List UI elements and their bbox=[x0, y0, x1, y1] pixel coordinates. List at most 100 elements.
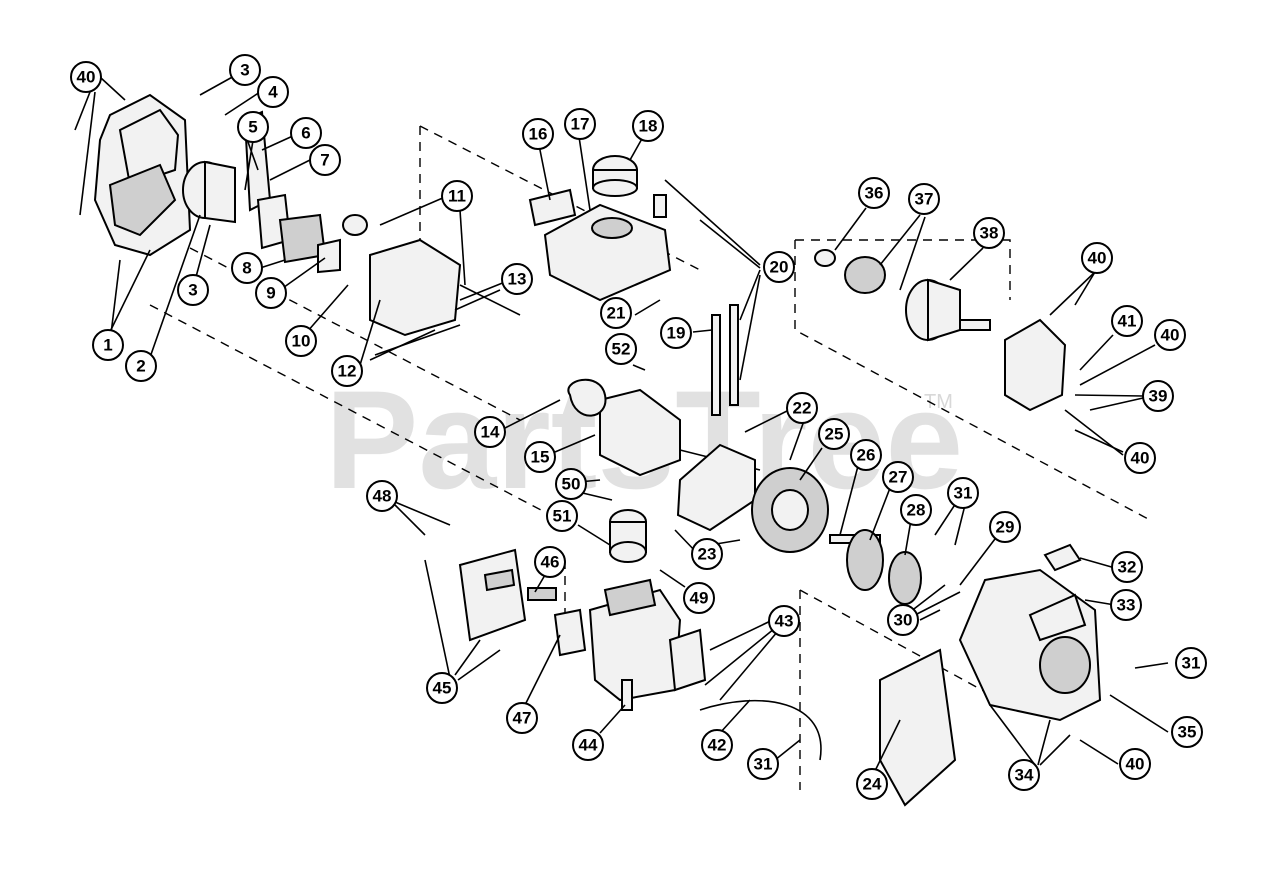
svg-text:16: 16 bbox=[529, 125, 548, 144]
svg-text:11: 11 bbox=[448, 187, 466, 206]
callout-40c: 40 bbox=[1154, 319, 1186, 351]
callout-33: 33 bbox=[1110, 589, 1142, 621]
callout-29: 29 bbox=[989, 511, 1021, 543]
svg-text:45: 45 bbox=[433, 679, 452, 698]
svg-text:25: 25 bbox=[825, 425, 844, 444]
svg-text:35: 35 bbox=[1178, 723, 1197, 742]
svg-text:21: 21 bbox=[607, 304, 626, 323]
gear-housing-part bbox=[1004, 318, 1067, 412]
callout-31a: 31 bbox=[947, 477, 979, 509]
callout-34: 34 bbox=[1008, 759, 1040, 791]
callout-27: 27 bbox=[882, 461, 914, 493]
callout-3b: 3 bbox=[177, 274, 209, 306]
handle-part bbox=[879, 648, 957, 807]
callout-8: 8 bbox=[231, 252, 263, 284]
callout-50: 50 bbox=[555, 468, 587, 500]
svg-text:8: 8 bbox=[242, 259, 251, 278]
callout-31c: 31 bbox=[747, 748, 779, 780]
callout-12: 12 bbox=[331, 355, 363, 387]
svg-text:31: 31 bbox=[1182, 654, 1201, 673]
svg-text:3: 3 bbox=[240, 61, 249, 80]
shroud-strip-part bbox=[528, 188, 577, 227]
svg-text:2: 2 bbox=[136, 357, 145, 376]
svg-text:47: 47 bbox=[513, 709, 532, 728]
svg-text:4: 4 bbox=[268, 83, 278, 102]
svg-text:38: 38 bbox=[980, 224, 999, 243]
svg-text:40: 40 bbox=[1126, 755, 1145, 774]
svg-text:29: 29 bbox=[996, 518, 1015, 537]
callout-25: 25 bbox=[818, 418, 850, 450]
svg-text:50: 50 bbox=[562, 475, 581, 494]
svg-text:41: 41 bbox=[1118, 312, 1137, 331]
screen-part bbox=[527, 587, 557, 601]
parts bbox=[93, 93, 1102, 807]
piston-part bbox=[609, 509, 647, 563]
intake-housing-part bbox=[342, 214, 521, 337]
svg-text:13: 13 bbox=[508, 270, 527, 289]
svg-text:24: 24 bbox=[863, 775, 882, 794]
svg-text:40: 40 bbox=[1161, 326, 1180, 345]
callout-39: 39 bbox=[1142, 380, 1174, 412]
svg-text:14: 14 bbox=[481, 423, 500, 442]
callout-19: 19 bbox=[660, 317, 692, 349]
crankcase-part bbox=[567, 378, 761, 477]
svg-text:28: 28 bbox=[907, 501, 926, 520]
callout-5: 5 bbox=[237, 111, 269, 143]
svg-text:37: 37 bbox=[915, 190, 934, 209]
svg-text:31: 31 bbox=[954, 484, 973, 503]
svg-text:43: 43 bbox=[775, 612, 794, 631]
starter-grip-part bbox=[1043, 543, 1082, 572]
svg-text:17: 17 bbox=[571, 115, 590, 134]
callout-49: 49 bbox=[683, 582, 715, 614]
fuel-lines-part bbox=[653, 194, 739, 416]
svg-text:23: 23 bbox=[698, 545, 717, 564]
callout-40b: 40 bbox=[1081, 242, 1113, 274]
callout-52: 52 bbox=[605, 333, 637, 365]
fuel-tank-part bbox=[543, 203, 672, 302]
callout-35: 35 bbox=[1171, 716, 1203, 748]
fuel-cap-part bbox=[592, 155, 638, 197]
callout-31b: 31 bbox=[1175, 647, 1207, 679]
spring-part bbox=[888, 551, 922, 605]
svg-text:40: 40 bbox=[1088, 249, 1107, 268]
ignition-wire-part bbox=[699, 699, 822, 761]
svg-text:42: 42 bbox=[708, 736, 727, 755]
svg-text:12: 12 bbox=[338, 362, 357, 381]
svg-text:15: 15 bbox=[531, 448, 550, 467]
svg-text:40: 40 bbox=[77, 68, 96, 87]
callout-23: 23 bbox=[691, 538, 723, 570]
callout-16: 16 bbox=[522, 118, 554, 150]
callout-17: 17 bbox=[564, 108, 596, 140]
svg-text:6: 6 bbox=[301, 124, 310, 143]
callout-41: 41 bbox=[1111, 305, 1143, 337]
svg-text:44: 44 bbox=[579, 736, 598, 755]
callout-20: 20 bbox=[763, 251, 795, 283]
callout-2: 2 bbox=[125, 350, 157, 382]
svg-text:36: 36 bbox=[865, 184, 884, 203]
callout-7: 7 bbox=[309, 144, 341, 176]
callout-43: 43 bbox=[768, 605, 800, 637]
muffler-part bbox=[458, 548, 527, 642]
svg-text:40: 40 bbox=[1131, 449, 1150, 468]
svg-text:49: 49 bbox=[690, 589, 709, 608]
callout-37: 37 bbox=[908, 183, 940, 215]
callout-15: 15 bbox=[524, 441, 556, 473]
callout-11: 11 bbox=[441, 180, 473, 212]
svg-text:9: 9 bbox=[266, 284, 275, 303]
svg-text:18: 18 bbox=[639, 117, 658, 136]
svg-text:51: 51 bbox=[553, 507, 572, 526]
svg-text:46: 46 bbox=[541, 553, 560, 572]
svg-text:1: 1 bbox=[103, 336, 112, 355]
callout-24: 24 bbox=[856, 768, 888, 800]
callout-4: 4 bbox=[257, 76, 289, 108]
callout-28: 28 bbox=[900, 494, 932, 526]
callout-9: 9 bbox=[255, 277, 287, 309]
callout-26: 26 bbox=[850, 439, 882, 471]
callout-48: 48 bbox=[366, 480, 398, 512]
svg-text:52: 52 bbox=[612, 340, 631, 359]
callout-44: 44 bbox=[572, 729, 604, 761]
callout-42: 42 bbox=[701, 729, 733, 761]
svg-text:7: 7 bbox=[320, 151, 329, 170]
callout-21: 21 bbox=[600, 297, 632, 329]
svg-text:33: 33 bbox=[1117, 596, 1136, 615]
